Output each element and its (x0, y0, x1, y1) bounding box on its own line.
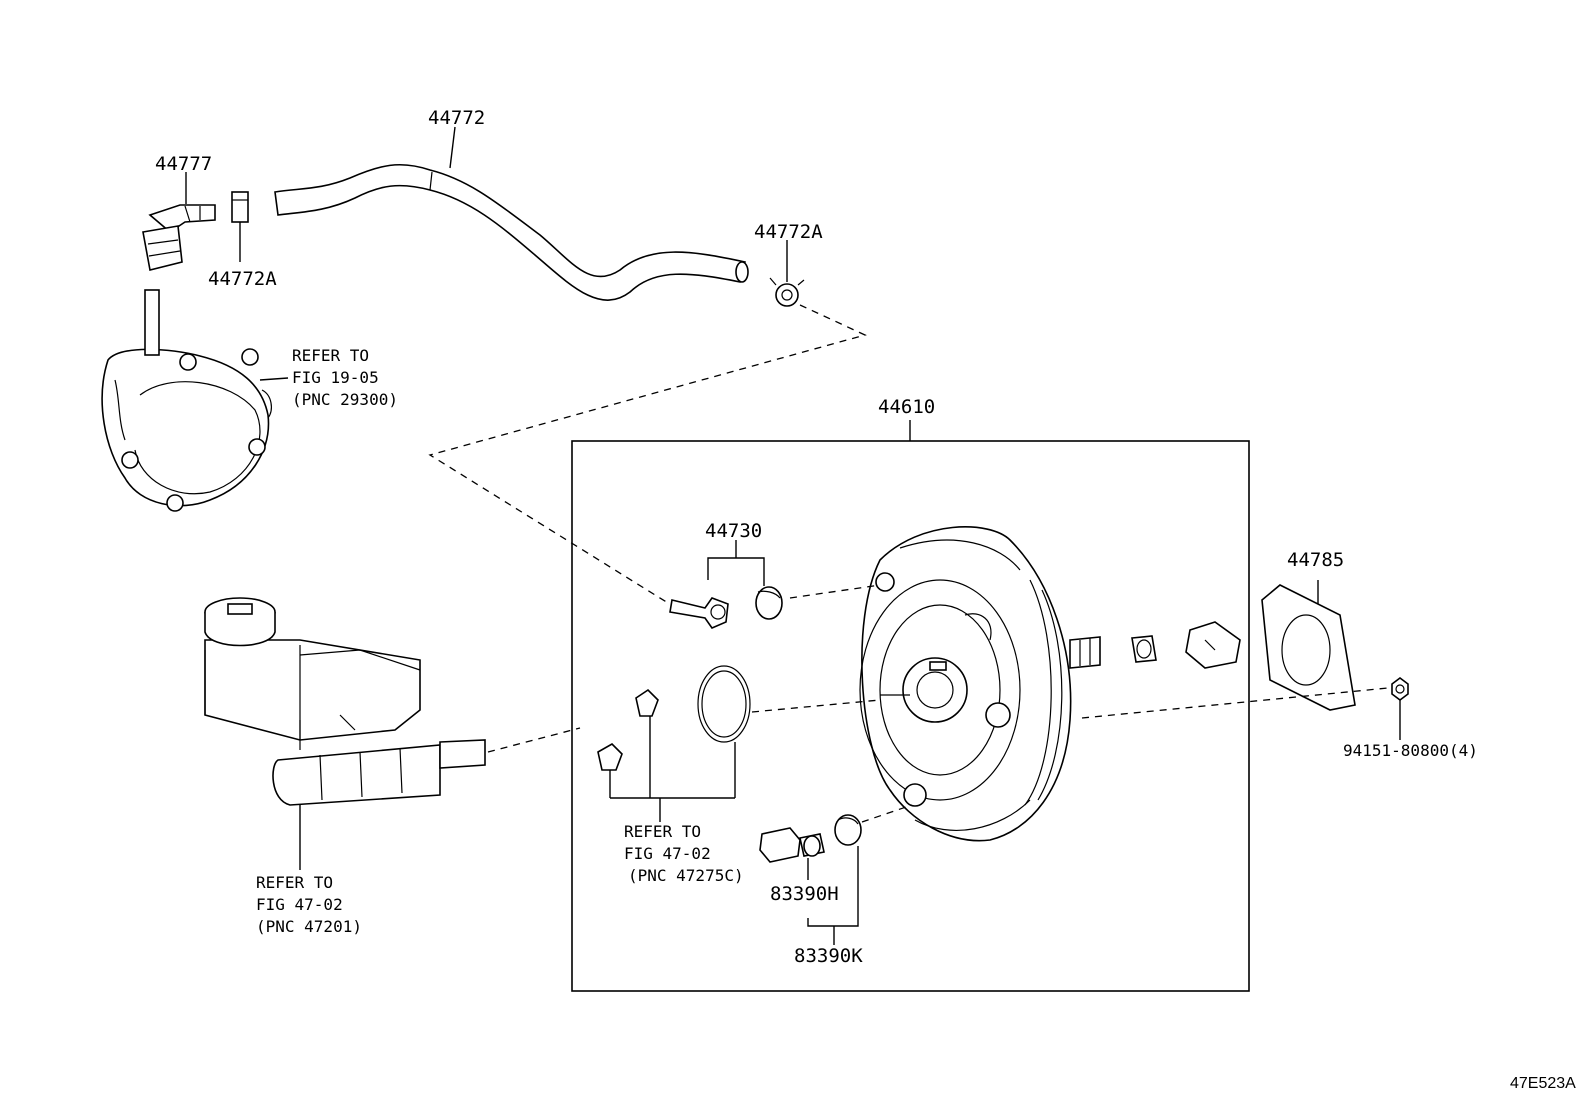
leader-83390 (807, 846, 859, 945)
gasket-44785[interactable] (1261, 584, 1356, 711)
ref-seal-kit-line1: REFER TO (624, 822, 701, 841)
dashed-cap-to-booster (861, 804, 913, 823)
label-44777: 44777 (155, 153, 212, 175)
label-44785: 44785 (1287, 549, 1344, 571)
hose-connector-44777[interactable] (142, 204, 216, 271)
booster-spacer[interactable] (1131, 635, 1157, 663)
nut-94151-80800[interactable] (1391, 677, 1409, 701)
leader-seal-kit (609, 716, 736, 822)
ref-vacuum-pump-line3: (PNC 29300) (292, 390, 398, 409)
sensor-cap-83390k[interactable] (834, 814, 862, 846)
label-83390h: 83390H (770, 883, 839, 905)
diagram-code: 47E523A (1510, 1075, 1576, 1092)
label-44772a-right: 44772A (754, 221, 823, 243)
vacuum-hose-44772[interactable] (274, 163, 749, 301)
ref-master-cylinder-line2: FIG 47-02 (256, 895, 343, 914)
leader-44772 (449, 126, 456, 169)
label-83390k: 83390K (794, 945, 863, 967)
grommet-44730[interactable] (755, 586, 783, 620)
booster-bracket[interactable] (1185, 621, 1241, 669)
label-44772: 44772 (428, 107, 485, 129)
label-44610: 44610 (878, 396, 935, 418)
brake-booster[interactable] (859, 526, 1101, 842)
ref-seal-kit-line3: (PNC 47275C) (628, 866, 744, 885)
leader-vacuum-pump (259, 377, 289, 381)
dashed-master-to-booster (487, 727, 581, 753)
hose-clip-44772a-left[interactable] (231, 191, 249, 223)
seal-kit-parts[interactable] (597, 665, 751, 771)
label-94151-80800: 94151-80800(4) (1343, 741, 1478, 760)
pressure-sensor-83390h[interactable] (759, 827, 825, 863)
ref-vacuum-pump-line1: REFER TO (292, 346, 369, 365)
dashed-vacuum-route (428, 304, 867, 604)
ref-master-cylinder-line1: REFER TO (256, 873, 333, 892)
master-cylinder[interactable] (204, 597, 486, 806)
check-valve-44730[interactable] (669, 597, 729, 629)
vacuum-pump[interactable] (101, 289, 272, 512)
ref-seal-kit-line2: FIG 47-02 (624, 844, 711, 863)
dashed-grommet-to-booster (789, 584, 881, 599)
hose-clip-44772a-right[interactable] (769, 277, 805, 307)
leader-44730 (707, 557, 765, 586)
dashed-seal-to-booster (751, 699, 881, 713)
ref-vacuum-pump-line2: FIG 19-05 (292, 368, 379, 387)
label-44772a-left: 44772A (208, 268, 277, 290)
label-44730: 44730 (705, 520, 762, 542)
ref-master-cylinder-line3: (PNC 47201) (256, 917, 362, 936)
